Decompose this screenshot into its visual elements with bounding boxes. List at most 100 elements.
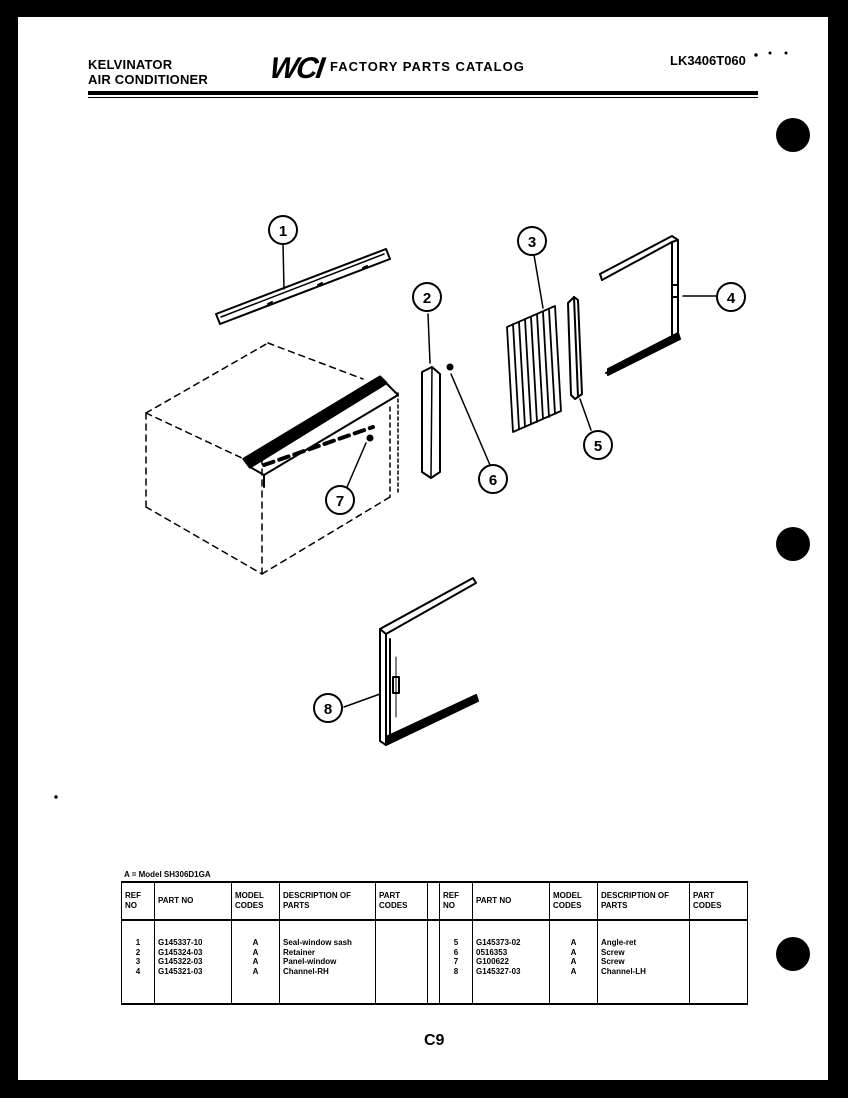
part-2-retainer bbox=[421, 366, 441, 479]
ref-cell: 8 bbox=[453, 966, 459, 976]
ref-cell: 1 bbox=[135, 938, 141, 947]
header-ref-no: REF NO bbox=[121, 881, 155, 921]
description-cell: Angle-ret bbox=[601, 938, 637, 947]
callout-circle-6 bbox=[478, 464, 508, 494]
part-no-cell: G145327-03 bbox=[476, 966, 521, 976]
callout-circle-5 bbox=[583, 430, 613, 460]
header-description-right: DESCRIPTION OF PARTS bbox=[597, 881, 690, 921]
header-brand-block: KELVINATOR AIR CONDITIONER bbox=[88, 57, 208, 87]
leader-line bbox=[343, 693, 381, 708]
callout-4: 4 bbox=[727, 290, 736, 307]
part-no-cell: G100622 bbox=[476, 957, 509, 966]
part-no-cell: G145324-03 bbox=[158, 947, 203, 957]
speck bbox=[784, 51, 788, 55]
description-cell: Channel-LH bbox=[601, 966, 646, 976]
callout-1: 1 bbox=[279, 223, 287, 240]
parts-table: REF NO PART NO MODEL CODES DESCRIPTION O… bbox=[121, 881, 748, 1005]
header-part-codes-right: PART CODES bbox=[689, 881, 748, 921]
leader-line bbox=[450, 373, 491, 466]
model-cell: A bbox=[252, 938, 259, 947]
header-rule-thin bbox=[88, 97, 758, 98]
model-cell: A bbox=[570, 938, 577, 947]
catalog-page: KELVINATOR AIR CONDITIONER WCI FACTORY P… bbox=[18, 17, 828, 1080]
catalog-title: FACTORY PARTS CATALOG bbox=[330, 59, 525, 74]
description-cell: Seal-window sash bbox=[283, 938, 352, 947]
model-cell: A bbox=[252, 947, 259, 957]
ref-cell: 6 bbox=[453, 947, 459, 957]
description-cell: Screw bbox=[601, 957, 625, 966]
catalog-code: LK3406T060 bbox=[670, 53, 746, 68]
model-cell: A bbox=[252, 957, 259, 966]
ref-cell: 7 bbox=[453, 957, 459, 966]
binder-hole bbox=[776, 118, 810, 152]
leader-line bbox=[579, 398, 592, 431]
callout-circle-1 bbox=[268, 215, 298, 245]
description-cell: Channel-RH bbox=[283, 966, 329, 976]
part-codes-column-right bbox=[689, 920, 748, 1005]
brand-name: KELVINATOR bbox=[88, 57, 173, 72]
part-8-channel-lh bbox=[379, 577, 479, 746]
table-spacer bbox=[427, 919, 440, 1005]
leader-line bbox=[346, 442, 367, 488]
part-3-window-panel bbox=[506, 305, 562, 433]
callout-5: 5 bbox=[594, 438, 602, 455]
description-cell: Retainer bbox=[283, 947, 316, 957]
callout-circle-7 bbox=[325, 485, 355, 515]
leader-line bbox=[427, 313, 431, 364]
part-no-cell: G145321-03 bbox=[158, 966, 203, 976]
parts-table-header: REF NO PART NO MODEL CODES DESCRIPTION O… bbox=[121, 881, 748, 921]
ref-cell: 4 bbox=[135, 966, 141, 976]
callout-6: 6 bbox=[489, 472, 497, 489]
speck bbox=[54, 795, 58, 799]
part-no-cell: G145373-02 bbox=[476, 938, 521, 947]
model-column-right: A A A A bbox=[549, 920, 598, 1005]
parts-table-body: 1 2 3 4 G145337-10 G145324-03 G145322-03… bbox=[121, 919, 748, 1005]
speck bbox=[754, 53, 758, 57]
description-column-right: Angle-ret Screw Screw Channel-LH bbox=[597, 920, 690, 1005]
ref-column-right: 5 6 7 8 bbox=[439, 920, 473, 1005]
callout-2: 2 bbox=[423, 290, 431, 307]
header-ref-no-right: REF NO bbox=[439, 881, 473, 921]
callout-8: 8 bbox=[324, 701, 332, 718]
callout-circle-2 bbox=[412, 282, 442, 312]
leader-line bbox=[533, 254, 544, 309]
part-4-channel-rh bbox=[599, 235, 681, 376]
cabinet-top-rail bbox=[242, 375, 399, 488]
header-part-no: PART NO bbox=[154, 881, 232, 921]
description-cell: Panel-window bbox=[283, 957, 337, 966]
description-column-left: Seal-window sash Retainer Panel-window C… bbox=[279, 920, 376, 1005]
page-number: C9 bbox=[424, 1032, 445, 1049]
header-description: DESCRIPTION OF PARTS bbox=[279, 881, 376, 921]
part-no-cell: 0516353 bbox=[476, 947, 508, 957]
callout-circle-4 bbox=[716, 282, 746, 312]
model-column-left: A A A A bbox=[231, 920, 280, 1005]
header-rule bbox=[88, 91, 758, 95]
header-model-codes-right: MODEL CODES bbox=[549, 881, 598, 921]
screw-7-mark bbox=[366, 434, 374, 442]
cabinet-outline bbox=[145, 342, 399, 575]
binder-hole bbox=[776, 527, 810, 561]
model-cell: A bbox=[252, 966, 259, 976]
exploded-parts-diagram: 1 2 3 4 5 6 7 8 bbox=[54, 51, 788, 799]
leader-line bbox=[282, 242, 285, 290]
callout-7: 7 bbox=[336, 493, 344, 510]
binder-hole bbox=[776, 937, 810, 971]
table-spacer bbox=[427, 881, 440, 921]
model-note: A = Model SH306D1GA bbox=[124, 870, 211, 879]
part-no-cell: G145337-10 bbox=[158, 938, 203, 947]
part-column-left: G145337-10 G145324-03 G145322-03 G145321… bbox=[154, 920, 232, 1005]
ref-cell: 2 bbox=[135, 947, 141, 957]
part-1-seal-bar bbox=[215, 248, 391, 325]
description-cell: Screw bbox=[601, 947, 625, 957]
callout-circle-3 bbox=[517, 226, 547, 256]
header-model-codes: MODEL CODES bbox=[231, 881, 280, 921]
ref-cell: 3 bbox=[135, 957, 141, 966]
screw-6-mark bbox=[446, 363, 454, 371]
model-cell: A bbox=[570, 966, 577, 976]
ref-cell: 5 bbox=[453, 938, 459, 947]
header-part-no-right: PART NO bbox=[472, 881, 550, 921]
callout-circle-8 bbox=[313, 693, 343, 723]
model-cell: A bbox=[570, 947, 577, 957]
header-part-codes: PART CODES bbox=[375, 881, 428, 921]
product-name: AIR CONDITIONER bbox=[88, 72, 208, 87]
